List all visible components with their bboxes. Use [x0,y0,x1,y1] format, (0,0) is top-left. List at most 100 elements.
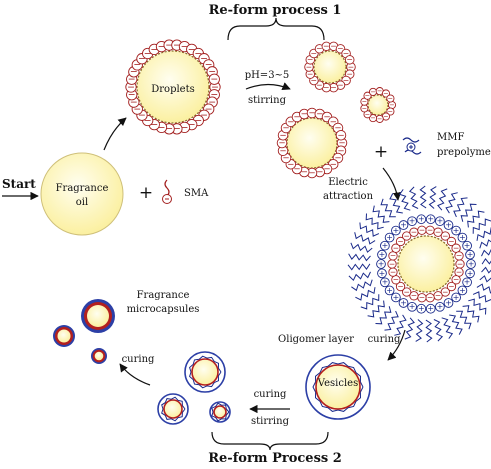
negative-charge: − [386,107,395,116]
svg-text:−: − [128,74,136,85]
svg-text:+: + [453,293,460,302]
polymer-chain [347,263,371,271]
svg-text:−: − [390,267,396,276]
polymer-chain [354,232,376,245]
negative-charge: − [409,228,419,237]
svg-text:−: − [158,41,166,52]
svg-text:−: − [194,48,202,59]
plus-sign-mmf: + [374,142,388,162]
negative-charge: − [381,89,391,98]
svg-text:−: − [308,109,315,119]
arrow-small-to-capsules [119,363,151,386]
microcapsules-label-1: Fragrance [137,290,190,301]
positive-charge: + [380,277,390,288]
svg-text:−: − [282,154,289,164]
svg-text:−: − [205,60,213,71]
svg-text:−: − [330,160,337,170]
positive-charge: + [425,214,436,225]
svg-text:+: + [393,293,400,302]
positive-charge: + [376,259,386,269]
svg-text:−: − [404,231,410,240]
droplets-label: Droplets [151,84,195,95]
polymer-chain [365,213,384,230]
ph-label: pH=3~5 [245,70,290,81]
svg-text:−: − [393,275,399,284]
mmf-label-2: prepolymer [437,147,491,158]
polymer-chain [408,186,419,209]
microcapsule-small [91,348,107,364]
svg-text:−: − [370,114,375,122]
svg-text:−: − [442,287,448,296]
droplet-core [136,50,210,124]
svg-text:−: − [404,287,410,296]
svg-text:−: − [456,267,462,276]
svg-text:−: − [365,92,370,100]
svg-text:−: − [346,55,352,64]
svg-text:+: + [400,298,407,307]
vesicle-lining [312,362,364,412]
svg-text:+: + [459,286,466,295]
svg-text:−: − [456,251,462,260]
svg-text:−: − [427,293,433,302]
polymer-chain [445,192,458,214]
microcapsule-medium [53,325,75,347]
svg-text:−: − [389,259,395,268]
top-title: Re-form process 1 [209,3,342,18]
stirring-bottom-label: stirring [251,416,290,427]
svg-text:−: − [200,110,208,121]
negative-charge: − [440,287,450,297]
negative-charge: − [425,226,435,235]
positive-charge: + [391,292,401,303]
svg-text:+: + [445,220,452,229]
electric-label-1: Electric [328,177,368,188]
polymer-chain [351,279,373,292]
svg-text:−: − [307,70,313,79]
svg-text:+: + [378,259,385,268]
svg-text:−: − [279,146,286,156]
negative-charge: − [208,73,220,85]
polymer-chain [472,291,491,303]
svg-text:−: − [308,169,315,179]
oligomer-coated-droplet: ++++++++++++++++++++++++++++++−−−−−−−−−−… [347,185,491,343]
polymer-chain [389,193,403,214]
microcapsules-label-2: microcapsules [127,304,200,315]
svg-text:−: − [194,115,202,126]
polymer-chain [355,287,376,301]
positive-charge: + [398,298,409,308]
svg-text:−: − [208,97,216,108]
svg-text:−: − [144,115,152,126]
stirring-top-label: stirring [248,95,287,106]
svg-text:+: + [409,302,416,311]
arrow-complex-to-vesicles [387,329,406,361]
polymer-chain [460,203,477,222]
positive-charge: + [384,232,395,243]
negative-charge: − [386,94,395,103]
positive-charge: + [425,303,436,314]
polymer-chain [479,275,491,283]
vesicle-lining [189,355,222,389]
polymer-chain [433,319,444,342]
svg-text:+: + [467,269,474,278]
polymer-chain [481,258,491,265]
svg-text:−: − [435,228,441,237]
vesicle-core [213,405,227,419]
polymer-chain [479,239,491,249]
negative-charge: − [454,251,464,261]
negative-charge: − [409,291,419,301]
svg-text:−: − [278,139,285,149]
polymer-chain [350,242,373,253]
polymer-chain [398,189,411,211]
svg-text:−: − [448,282,454,291]
bottom-title: Re-form Process 2 [208,451,342,466]
positive-charge: + [398,220,409,230]
polymer-chain [359,222,380,237]
vesicle-lining [161,396,186,422]
droplet-core [397,235,455,293]
polymer-chain [367,300,385,318]
svg-text:+: + [427,215,434,224]
svg-text:+: + [468,259,475,268]
svg-text:+: + [453,226,460,235]
polymer-chain [467,210,485,228]
svg-text:−: − [293,165,300,175]
svg-text:−: − [307,55,313,64]
